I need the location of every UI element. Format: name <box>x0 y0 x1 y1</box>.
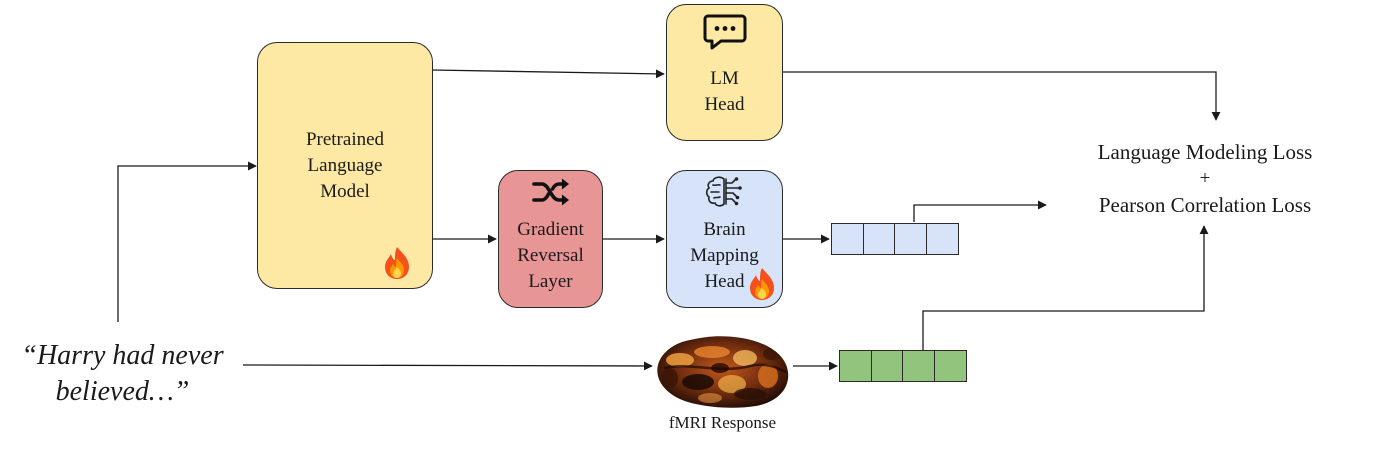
node-label: Head <box>704 93 745 115</box>
vector-cell <box>831 223 864 255</box>
chat-bubble-icon <box>703 14 747 50</box>
node-label: Layer <box>528 271 573 292</box>
vector-cell <box>926 223 960 255</box>
pearson-correlation-loss-label: Pearson Correlation Loss <box>1098 193 1312 217</box>
fmri-response-label: fMRI Response <box>668 413 777 432</box>
vector-cell <box>934 350 968 382</box>
node-label: Language <box>307 154 383 176</box>
arrow-input-to-lm <box>117 161 257 322</box>
node-label: Reversal <box>517 245 584 266</box>
vector-cell <box>870 350 904 382</box>
predicted-embedding-vector <box>831 223 960 255</box>
input-text-quote: “Harry had never believed…” <box>0 338 245 410</box>
vector-cell <box>894 223 928 255</box>
pretrained-language-model-box: Pretrained Language Model <box>257 42 433 289</box>
node-label: Pretrained <box>305 128 385 150</box>
quote-line: “Harry had never <box>21 340 224 371</box>
flame-icon <box>750 268 774 300</box>
arrow-vec-to-loss <box>913 200 1047 222</box>
loss-label: Language Modeling Loss + Pearson Correla… <box>1060 138 1350 220</box>
arrow-lmhead-to-loss <box>783 71 1221 121</box>
brain-mapping-head-box: Brain Mapping Head <box>666 170 783 308</box>
brain-circuit-icon <box>705 176 742 207</box>
quote-line: believed…” <box>55 376 190 407</box>
arrow-text-to-brain <box>242 361 653 371</box>
vector-cell <box>902 350 936 382</box>
node-label: LM <box>710 67 739 89</box>
node-label: Gradient <box>517 219 584 240</box>
brain-scan-image <box>657 336 789 408</box>
plus-sign: + <box>1199 168 1211 189</box>
node-label: Model <box>320 180 370 202</box>
gradient-reversal-layer-box: Gradient Reversal Layer <box>498 170 603 308</box>
arrow-fmri-to-loss <box>922 225 1209 350</box>
node-label: Head <box>704 271 745 292</box>
flame-icon <box>385 247 409 279</box>
fmri-response-vector <box>839 350 968 382</box>
node-label: Brain <box>703 219 746 240</box>
vector-cell <box>839 350 872 382</box>
lm-head-box: LM Head <box>666 4 783 141</box>
node-label: Mapping <box>690 245 759 266</box>
shuffle-icon <box>532 178 569 206</box>
vector-cell <box>862 223 896 255</box>
arrow-lm-to-lmhead <box>431 69 665 79</box>
language-modeling-loss-label: Language Modeling Loss <box>1097 140 1313 164</box>
